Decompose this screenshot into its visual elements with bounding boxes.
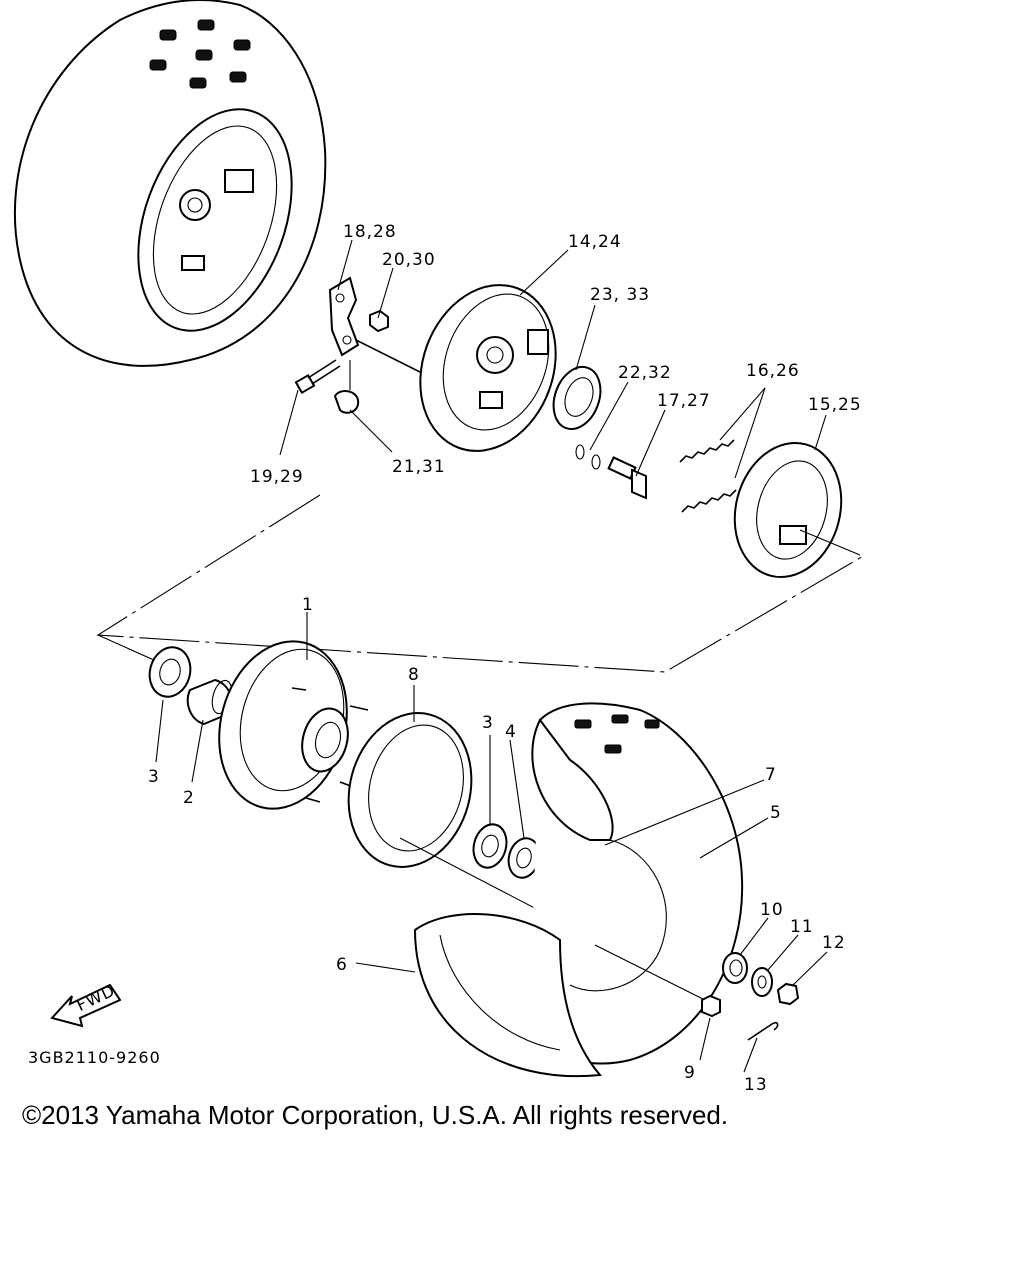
callout-18-28: 18,28 [343, 222, 397, 242]
diagram-code: 3GB2110-9260 [28, 1048, 161, 1067]
brake-shoe-springs [679, 387, 766, 513]
callout-leader-lines [155, 239, 828, 1073]
callout-1: 1 [302, 595, 314, 615]
axle-bearing-10 [722, 952, 748, 984]
assembled-wheel-illustration [13, 0, 327, 367]
callout-5: 5 [770, 803, 782, 823]
brake-shoes [733, 441, 861, 579]
callout-7: 7 [765, 765, 777, 785]
brake-camshaft-lever [328, 276, 421, 373]
lever-bolt [294, 359, 341, 395]
callout-4: 4 [505, 722, 517, 742]
wheel-hub [218, 640, 369, 810]
callout-11: 11 [790, 917, 814, 937]
washer-11 [751, 967, 773, 997]
callout-10: 10 [760, 900, 784, 920]
callout-21-31: 21,31 [392, 457, 446, 477]
brake-camshaft [607, 456, 647, 500]
callout-20-30: 20,30 [382, 250, 436, 270]
bearing-left [148, 646, 192, 698]
callout-12: 12 [822, 933, 846, 953]
rim-half-bottom [413, 913, 603, 1078]
callout-2: 2 [183, 788, 195, 808]
lever-washer-plate [333, 360, 360, 414]
tire-and-rim [527, 702, 744, 1065]
callout-13: 13 [744, 1075, 768, 1095]
callout-16-26: 16,26 [746, 361, 800, 381]
callout-3a: 3 [148, 767, 160, 787]
callout-17-27: 17,27 [657, 391, 711, 411]
copyright-notice: ©2013 Yamaha Motor Corporation, U.S.A. A… [22, 1100, 729, 1130]
callout-14-24: 14,24 [568, 232, 622, 252]
drum-seal-ring [347, 712, 549, 916]
callout-19-29: 19,29 [250, 467, 304, 487]
bearing-right [472, 823, 508, 869]
castle-nut-9 [594, 944, 721, 1018]
axle-nut-12 [776, 982, 800, 1006]
o-rings [575, 444, 601, 470]
callout-3b: 3 [482, 713, 494, 733]
oil-seal [552, 366, 602, 430]
brake-shoe-plate [419, 284, 557, 452]
callout-22-32: 22,32 [618, 363, 672, 383]
callout-6: 6 [336, 955, 348, 975]
callout-9: 9 [684, 1063, 696, 1083]
fwd-arrow-icon [50, 983, 122, 1028]
callout-23-33: 23, 33 [590, 285, 650, 305]
callout-8: 8 [408, 665, 420, 685]
cotter-pin-13 [747, 1021, 779, 1041]
exploded-parts-diagram: 18,28 20,30 14,24 23, 33 22,32 16,26 17,… [13, 0, 866, 1095]
callout-15-25: 15,25 [808, 395, 862, 415]
